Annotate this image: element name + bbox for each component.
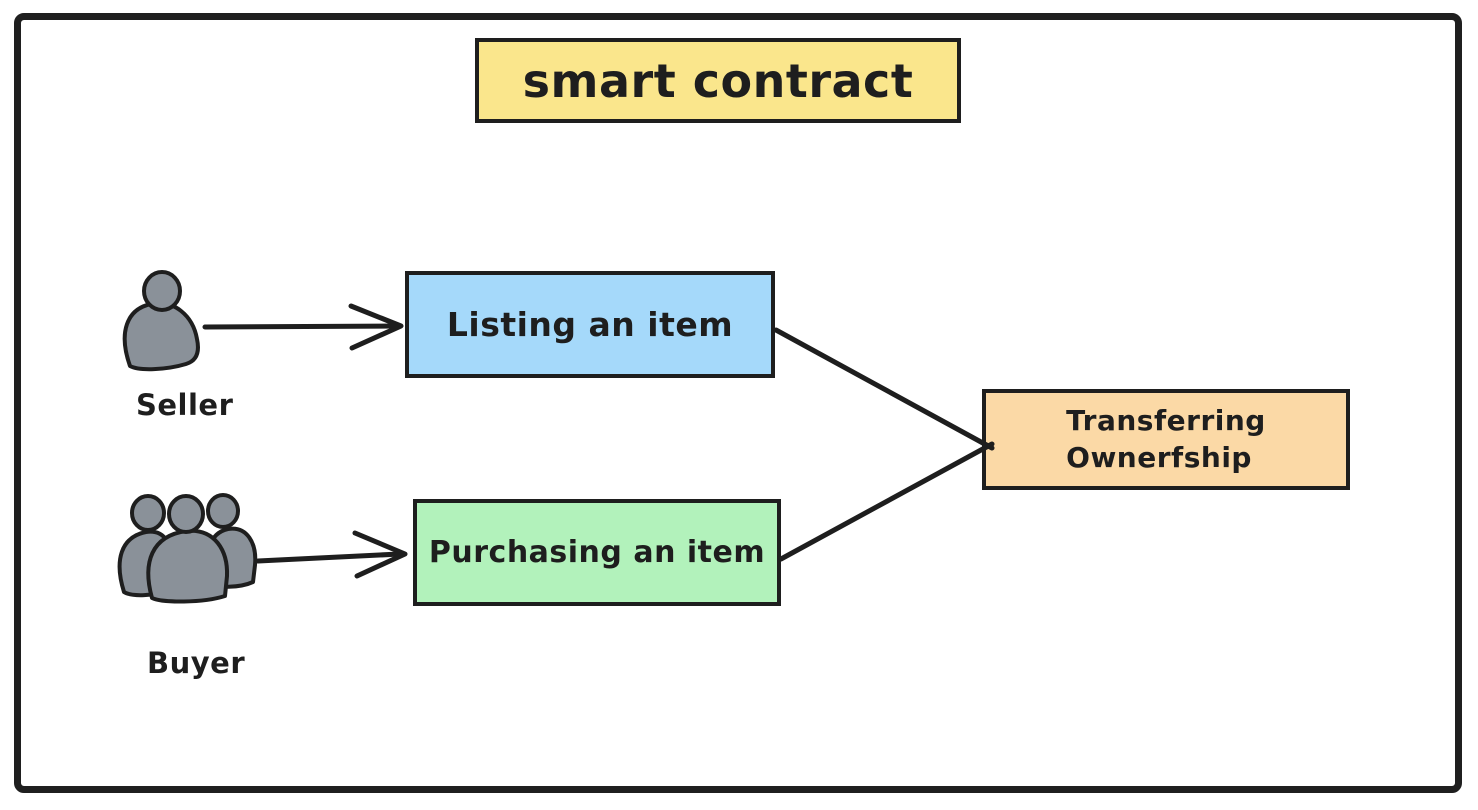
node-purchasing-an-item: Purchasing an item	[413, 499, 781, 606]
node-purchasing-label: Purchasing an item	[428, 535, 766, 570]
seller-label: Seller	[136, 388, 234, 422]
title-box: smart contract	[475, 38, 961, 123]
diagram-title: smart contract	[522, 53, 914, 108]
node-listing-label: Listing an item	[446, 305, 734, 344]
node-listing-an-item: Listing an item	[405, 271, 775, 378]
node-transferring-ownership: Transferring Ownerfship	[982, 389, 1350, 490]
buyer-label: Buyer	[147, 646, 246, 680]
node-transferring-label: Transferring Ownerfship	[1066, 404, 1266, 474]
